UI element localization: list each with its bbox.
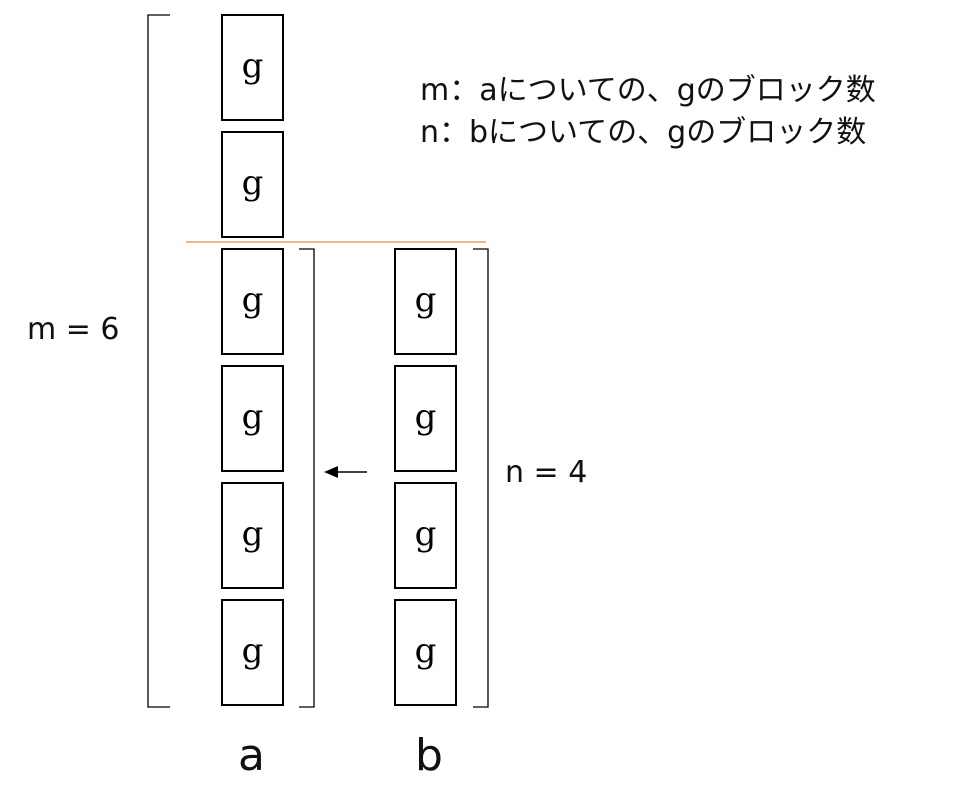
- legend-m: m：aについての、gのブロック数: [420, 73, 876, 108]
- block-b-2: g: [394, 365, 457, 472]
- column-b-label: b: [415, 730, 443, 781]
- column-a-label: a: [238, 730, 265, 781]
- block-a-4: g: [221, 365, 284, 472]
- bracket-a-lower: [299, 248, 315, 708]
- legend-n: n：bについての、gのブロック数: [420, 115, 867, 150]
- m-count-label: m = 6: [27, 312, 120, 347]
- block-b-1: g: [394, 248, 457, 355]
- block-b-4: g: [394, 599, 457, 706]
- block-a-5: g: [221, 482, 284, 589]
- n-count-label: n = 4: [505, 455, 588, 490]
- block-a-6: g: [221, 599, 284, 706]
- arrow-head: [324, 466, 338, 478]
- block-a-1: g: [221, 14, 284, 121]
- bracket-m: [147, 14, 170, 708]
- bracket-n: [473, 248, 489, 708]
- block-a-2: g: [221, 131, 284, 238]
- block-b-3: g: [394, 482, 457, 589]
- block-a-3: g: [221, 248, 284, 355]
